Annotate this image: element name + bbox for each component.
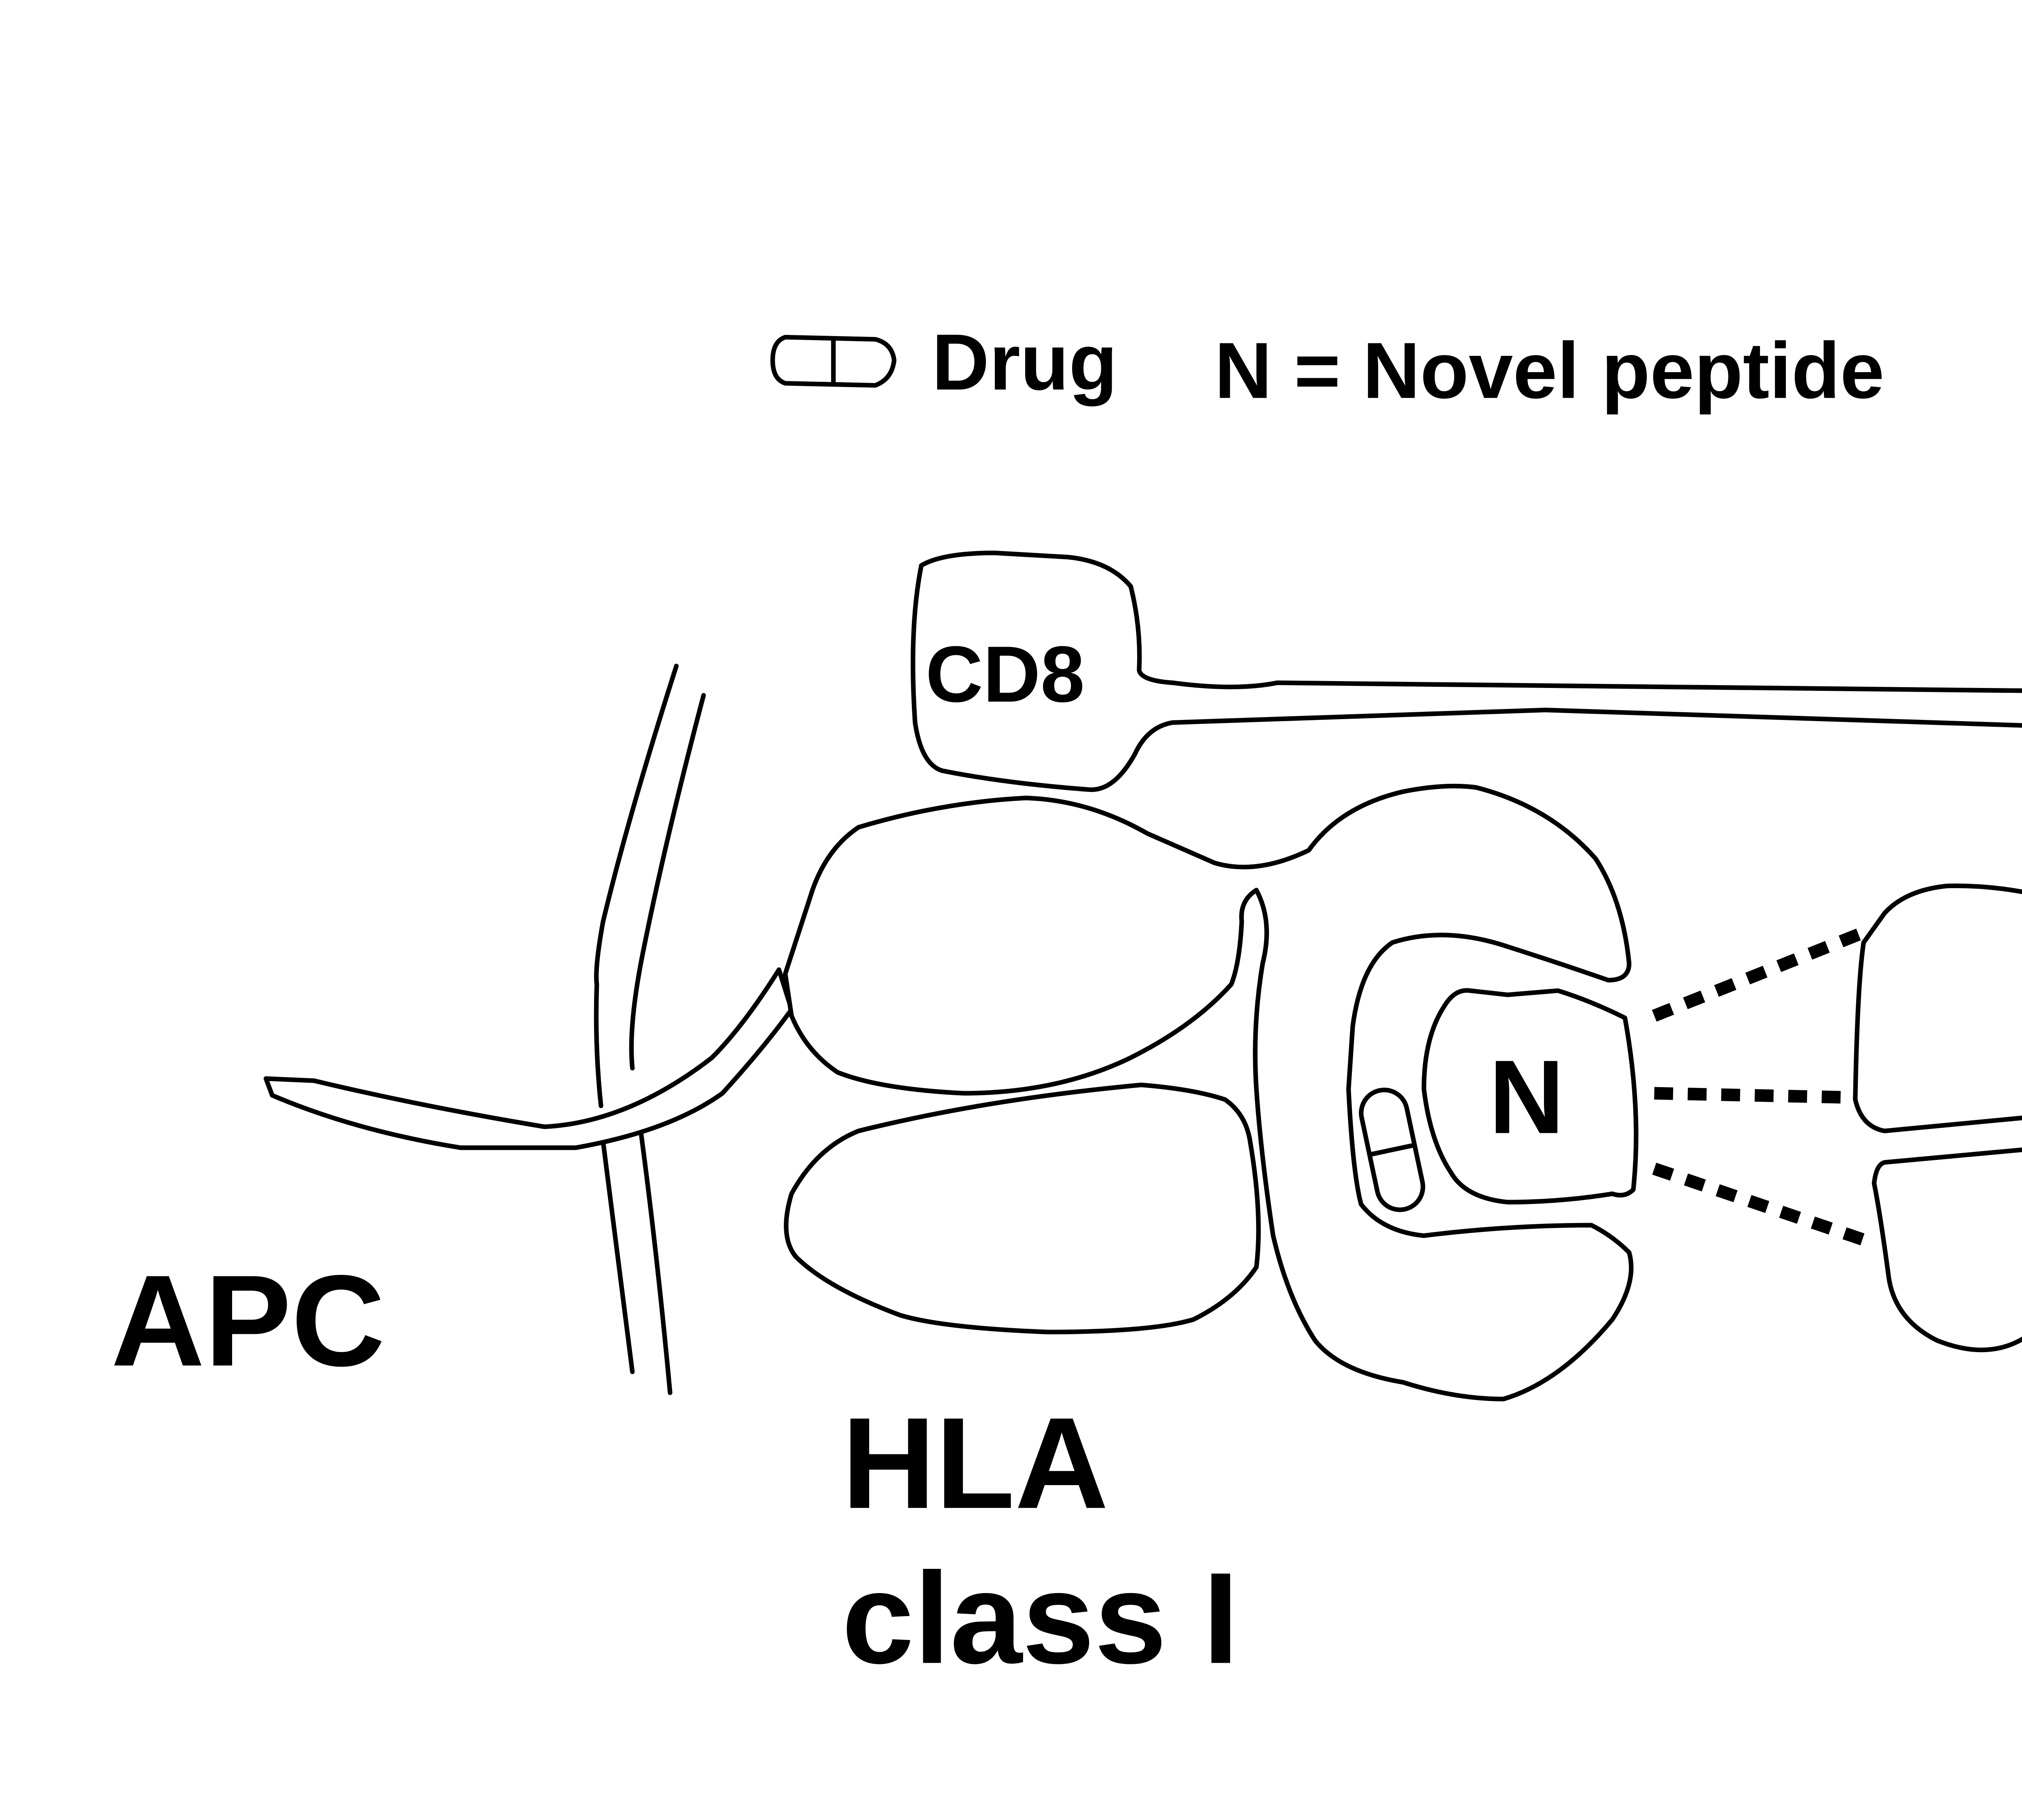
pill-capsule-icon xyxy=(770,335,897,388)
legend-drug-label: Drug xyxy=(932,317,1117,406)
hla-label-line2: class I xyxy=(842,1546,1239,1691)
hla-label-line1: HLA xyxy=(842,1390,1109,1536)
hla-transmembrane-tail xyxy=(263,967,794,1150)
apc-membrane xyxy=(594,664,706,1395)
novel-peptide-label: N xyxy=(1489,1038,1565,1155)
drug-pill-icon xyxy=(1359,1088,1426,1212)
novel-peptide-shape xyxy=(1421,988,1639,1205)
hla-alpha2-domain xyxy=(783,783,1634,1401)
cd8-coreceptor: CD8 xyxy=(910,550,2022,792)
noncovalent-bond-upper xyxy=(1652,924,1872,1022)
tcr: TCR xyxy=(1853,883,2022,1352)
hla-class-i xyxy=(783,783,1634,1401)
legend: Drug N = Novel peptide Non-covalent xyxy=(770,317,1885,415)
noncovalent-bond-middle xyxy=(1654,1087,1851,1104)
tcr-alpha-chain xyxy=(1853,883,2022,1134)
cd8-label: CD8 xyxy=(926,630,1085,719)
legend-peptide-label: N = Novel peptide xyxy=(1214,326,1884,415)
hla-alpha3-domain xyxy=(784,1082,1261,1335)
noncovalent-interactions xyxy=(1652,924,1878,1250)
tcr-beta-chain xyxy=(1872,1147,2022,1352)
noncovalent-bond-lower xyxy=(1652,1162,1878,1250)
apc-label: APC xyxy=(111,1248,385,1393)
